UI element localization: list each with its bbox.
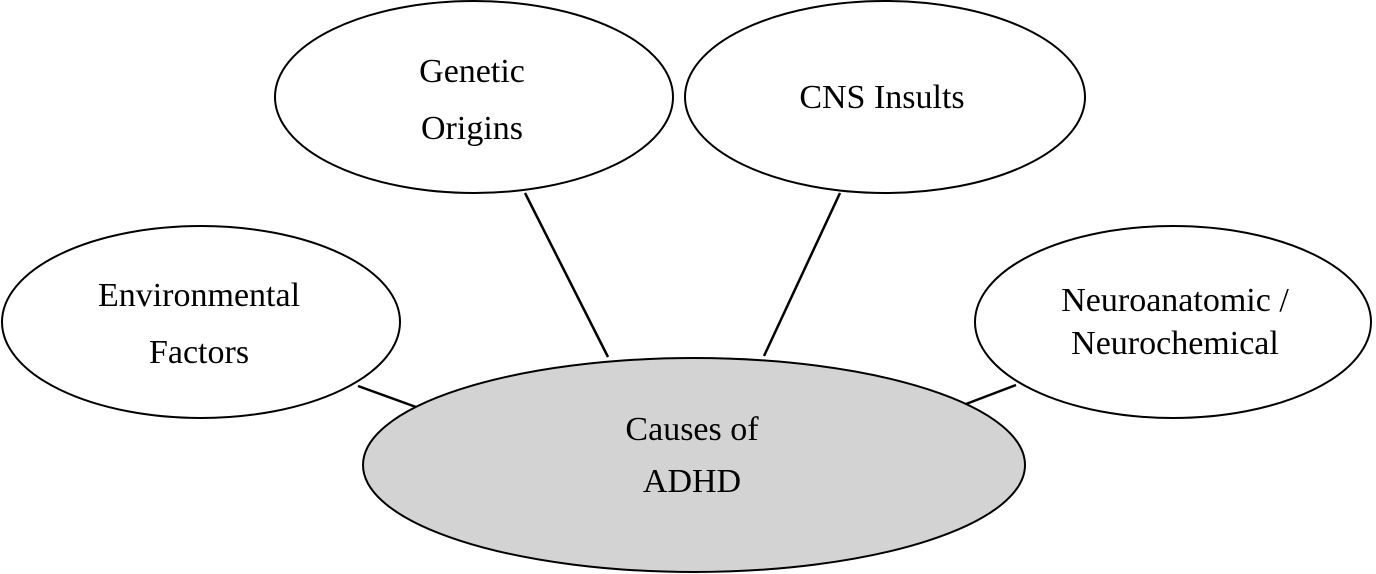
- node-neuroanatomic-neurochemical: Neuroanatomic / Neurochemical: [974, 225, 1372, 419]
- node-genetic-origins-line-2: Origins: [421, 110, 523, 147]
- node-neuroanatomic-neurochemical-ellipse: [974, 225, 1372, 419]
- node-causes-of-adhd-line-1: Causes of: [625, 411, 759, 448]
- node-cns-insults-line-1: CNS Insults: [799, 79, 964, 116]
- connector-cns-insults: [762, 192, 842, 357]
- node-genetic-origins-line-1: Genetic: [419, 53, 525, 90]
- node-cns-insults: CNS Insults: [684, 0, 1086, 194]
- node-causes-of-adhd: Causes of ADHD: [362, 357, 1026, 573]
- node-environmental-factors: Environmental Factors: [1, 225, 401, 419]
- node-environmental-factors-line-1: Environmental: [98, 277, 300, 314]
- connector-genetic-origins: [523, 192, 610, 358]
- node-causes-of-adhd-line-2: ADHD: [643, 463, 741, 500]
- node-genetic-origins: Genetic Origins: [274, 0, 674, 194]
- connector-environmental-factors: [357, 384, 417, 409]
- connector-neuroanatomic-neurochemical: [965, 383, 1017, 406]
- node-neuroanatomic-neurochemical-line-2: Neurochemical: [1071, 325, 1279, 362]
- node-genetic-origins-ellipse: [274, 0, 674, 194]
- node-cns-insults-ellipse: [684, 0, 1086, 194]
- node-neuroanatomic-neurochemical-line-1: Neuroanatomic /: [1061, 282, 1289, 319]
- node-environmental-factors-line-2: Factors: [149, 334, 249, 371]
- node-causes-of-adhd-ellipse: [362, 357, 1026, 573]
- node-environmental-factors-ellipse: [1, 225, 401, 419]
